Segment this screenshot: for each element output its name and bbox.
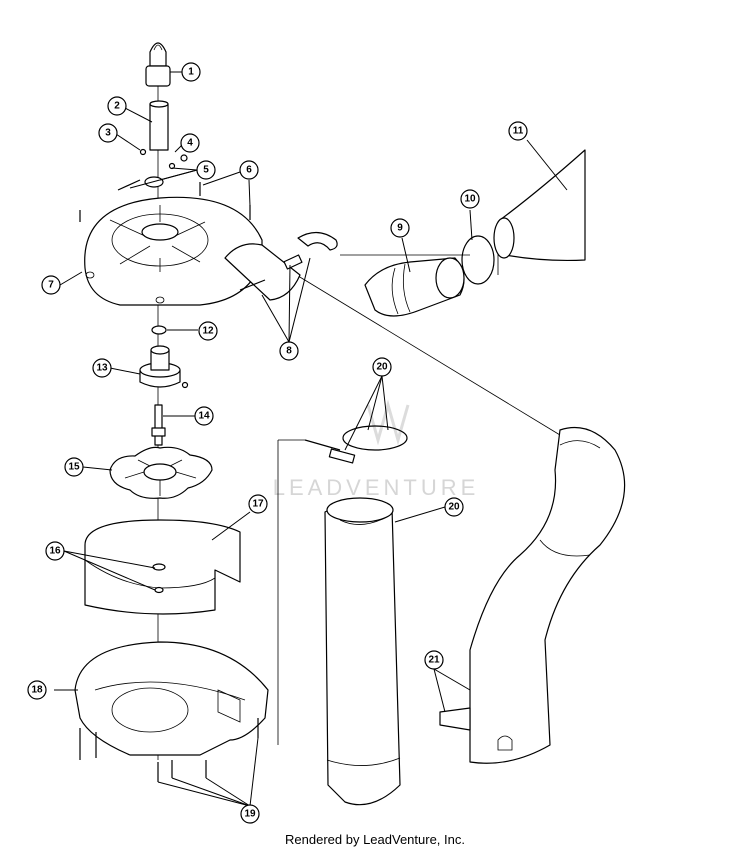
- part-upper-housing: [84, 196, 301, 306]
- part-shaft: [149, 100, 169, 151]
- callout-2-label: 2: [114, 101, 120, 112]
- callout-3: 3: [98, 123, 118, 143]
- callout-5-label: 5: [203, 165, 209, 176]
- callout-12: 12: [198, 321, 218, 341]
- callout-2: 2: [107, 96, 127, 116]
- callout-12-label: 12: [202, 326, 214, 337]
- callout-17-label: 17: [252, 499, 264, 510]
- callout-7: 7: [41, 275, 61, 295]
- callout-6: 6: [239, 160, 259, 180]
- callout-15: 15: [64, 457, 84, 477]
- leader-lines: [54, 71, 568, 807]
- callout-11: 11: [508, 121, 528, 141]
- part-bolts: [79, 718, 259, 782]
- callout-1: 1: [181, 62, 201, 82]
- callout-8-label: 8: [286, 346, 292, 357]
- callout-14-label: 14: [198, 411, 210, 422]
- part-lifting-eye: [145, 42, 171, 87]
- part-clamps: [239, 231, 338, 291]
- callout-20-tube-label: 20: [448, 502, 460, 513]
- callout-4-label: 4: [187, 138, 193, 149]
- callout-20-clamp-label: 20: [376, 362, 388, 373]
- part-impeller: [109, 446, 213, 499]
- callout-4: 4: [180, 133, 200, 153]
- credit-footer: Rendered by LeadVenture, Inc.: [285, 832, 465, 847]
- part-discharge-tube: [324, 497, 401, 806]
- callout-18: 18: [27, 680, 47, 700]
- part-stud: [151, 404, 166, 446]
- callout-8: 8: [279, 341, 299, 361]
- callout-9: 9: [390, 218, 410, 238]
- callout-17: 17: [248, 494, 268, 514]
- watermark-text: LEADVENTURE: [273, 475, 480, 500]
- callout-21-label: 21: [428, 655, 440, 666]
- callout-18-label: 18: [31, 685, 43, 696]
- callout-3-label: 3: [105, 128, 111, 139]
- callout-19-label: 19: [244, 809, 256, 820]
- part-hose-ring: [461, 235, 495, 285]
- part-lower-housing: [74, 641, 269, 756]
- callout-10-label: 10: [464, 194, 476, 205]
- watermark: LEADVENTURE: [273, 399, 480, 500]
- callout-6-label: 6: [246, 165, 252, 176]
- callout-5: 5: [196, 160, 216, 180]
- callout-11-label: 11: [513, 126, 524, 137]
- callout-14: 14: [194, 406, 214, 426]
- callout-16: 16: [45, 541, 65, 561]
- callout-20-tube: 20: [444, 497, 464, 517]
- callout-10: 10: [460, 189, 480, 209]
- callout-9-label: 9: [397, 223, 403, 234]
- callout-20-clamp: 20: [372, 357, 392, 377]
- callout-16-label: 16: [49, 546, 61, 557]
- part-curved-chute: [439, 426, 626, 764]
- callout-19: 19: [240, 804, 260, 824]
- part-spacer: [151, 325, 167, 335]
- part-bearing-hub: [139, 345, 189, 389]
- callout-13: 13: [92, 358, 112, 378]
- part-elbow-coupler: [364, 257, 465, 317]
- callout-1-label: 1: [188, 67, 194, 78]
- callout-7-label: 7: [48, 280, 54, 291]
- part-hose: [493, 149, 586, 262]
- callout-15-label: 15: [68, 462, 80, 473]
- callout-21: 21: [424, 650, 444, 670]
- part-tube-clamp: [304, 425, 408, 464]
- callout-13-label: 13: [96, 363, 108, 374]
- part-liner: [84, 519, 241, 615]
